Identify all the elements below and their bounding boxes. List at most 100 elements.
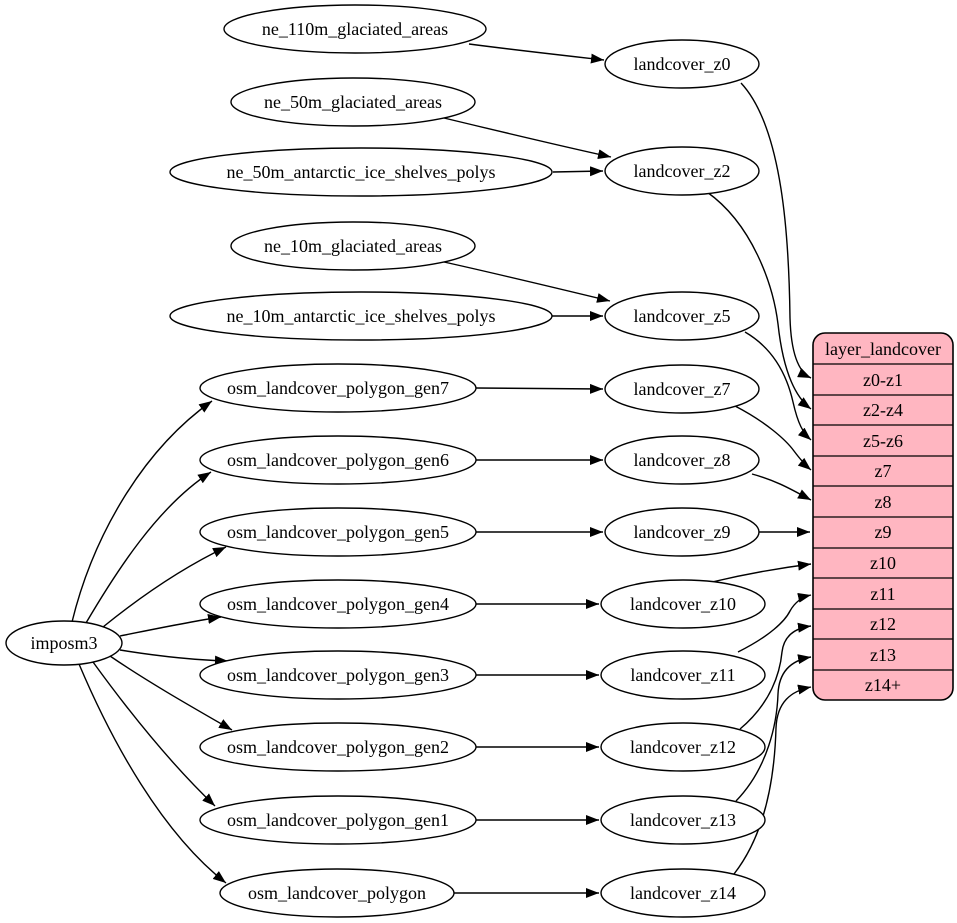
edge-imposm3-osm-landcover-polygon-gen1 — [92, 661, 216, 807]
edge-landcover-z7-row-z7 — [734, 405, 812, 471]
node-ne-10m-glaciated-areas: ne_10m_glaciated_areas — [230, 221, 476, 271]
edge-ne-10m-glaciated-areas-landcover-z5 — [443, 261, 611, 303]
edge-landcover-z14-row-z14plus — [733, 684, 812, 875]
table-row-z8: z8 — [875, 492, 892, 512]
gen6-ellipse — [199, 435, 477, 485]
node-landcover-z8: landcover_z8 — [604, 435, 760, 485]
node-imposm3: imposm3 — [5, 620, 123, 666]
table-title: layer_landcover — [825, 339, 941, 359]
z14-label: landcover_z14 — [630, 883, 736, 903]
ne-50m-ais-label: ne_50m_antarctic_ice_shelves_polys — [227, 162, 496, 182]
z7-ellipse — [604, 364, 760, 414]
gen1-label: osm_landcover_polygon_gen1 — [227, 810, 449, 830]
node-ne-110m-glaciated-areas: ne_110m_glaciated_areas — [223, 4, 487, 54]
edge-imposm3-osm-landcover-polygon-gen4 — [119, 614, 222, 637]
edge-landcover-z2-row-z2-z4 — [706, 191, 812, 410]
edge-osm-landcover-polygon-gen7-landcover-z7 — [475, 383, 604, 394]
edge-landcover-z5-row-z5-z6 — [744, 331, 812, 441]
edge-group — [71, 43, 812, 898]
node-landcover-z12: landcover_z12 — [600, 722, 766, 772]
node-landcover-z13: landcover_z13 — [600, 795, 766, 845]
gen1-ellipse — [199, 795, 477, 845]
z13-label: landcover_z13 — [630, 810, 736, 830]
table-row-z7: z7 — [875, 461, 892, 481]
z8-label: landcover_z8 — [634, 450, 731, 470]
z12-ellipse — [600, 722, 766, 772]
polygon-ellipse — [219, 868, 455, 918]
z11-label: landcover_z11 — [630, 665, 735, 685]
node-osm-landcover-polygon-gen7: osm_landcover_polygon_gen7 — [199, 363, 477, 413]
gen4-label: osm_landcover_polygon_gen4 — [227, 594, 449, 614]
edge-landcover-z11-row-z11 — [737, 592, 812, 653]
ne-10m-ais-label: ne_10m_antarctic_ice_shelves_polys — [227, 306, 496, 326]
z14-ellipse — [600, 868, 766, 918]
z5-ellipse — [604, 291, 760, 341]
z7-label: landcover_z7 — [634, 379, 731, 399]
z0-ellipse — [604, 39, 760, 89]
gen7-ellipse — [199, 363, 477, 413]
table-row-z11: z11 — [870, 584, 895, 604]
z13-ellipse — [600, 795, 766, 845]
table-row-z13: z13 — [870, 645, 896, 665]
edge-imposm3-osm-landcover-polygon-gen5 — [102, 546, 227, 628]
ne-110m-label: ne_110m_glaciated_areas — [262, 19, 448, 39]
node-landcover-z2: landcover_z2 — [604, 146, 760, 196]
gen7-label: osm_landcover_polygon_gen7 — [227, 378, 449, 398]
gen3-ellipse — [199, 650, 477, 700]
edge-imposm3-osm-landcover-polygon-gen3 — [119, 649, 229, 666]
ne-110m-ellipse — [223, 4, 487, 54]
imposm3-ellipse — [5, 620, 123, 666]
z5-label: landcover_z5 — [634, 306, 731, 326]
node-landcover-z7: landcover_z7 — [604, 364, 760, 414]
node-osm-landcover-polygon: osm_landcover_polygon — [219, 868, 455, 918]
node-osm-landcover-polygon-gen4: osm_landcover_polygon_gen4 — [199, 579, 477, 629]
edge-imposm3-osm-landcover-polygon — [78, 663, 227, 884]
edge-landcover-z10-row-z10 — [711, 560, 812, 583]
table-row-z5-z6: z5-z6 — [863, 431, 903, 451]
z10-label: landcover_z10 — [630, 594, 736, 614]
ne-50m-ellipse — [230, 77, 476, 127]
ne-10m-ais-ellipse — [169, 291, 553, 341]
node-landcover-z9: landcover_z9 — [604, 507, 760, 557]
table-row-z14plus: z14+ — [865, 675, 901, 695]
gen2-ellipse — [199, 722, 477, 772]
edge-landcover-z13-row-z13 — [735, 654, 812, 802]
z10-ellipse — [600, 579, 766, 629]
ne-10m-ellipse — [230, 221, 476, 271]
edge-landcover-z8-row-z8 — [751, 473, 812, 501]
node-landcover-z11: landcover_z11 — [600, 650, 766, 700]
ne-10m-label: ne_10m_glaciated_areas — [264, 236, 442, 256]
node-osm-landcover-polygon-gen3: osm_landcover_polygon_gen3 — [199, 650, 477, 700]
node-landcover-z5: landcover_z5 — [604, 291, 760, 341]
z9-label: landcover_z9 — [634, 522, 731, 542]
edge-ne-50m-antarctic-ice-shelves-polys-landcover-z2 — [552, 166, 604, 177]
z8-ellipse — [604, 435, 760, 485]
node-osm-landcover-polygon-gen2: osm_landcover_polygon_gen2 — [199, 722, 477, 772]
gen4-ellipse — [199, 579, 477, 629]
edge-ne-50m-glaciated-areas-landcover-z2 — [443, 117, 612, 160]
edge-imposm3-osm-landcover-polygon-gen6 — [85, 471, 212, 624]
table-layer-landcover: layer_landcover z0-z1 z2-z4 z5-z6 z7 z8 … — [812, 332, 954, 701]
edge-imposm3-osm-landcover-polygon-gen2 — [109, 655, 233, 731]
edge-landcover-z12-row-z12 — [739, 622, 812, 730]
table-row-z10: z10 — [870, 553, 896, 573]
node-landcover-z0: landcover_z0 — [604, 39, 760, 89]
imposm3-label: imposm3 — [30, 633, 97, 653]
z11-ellipse — [600, 650, 766, 700]
z2-ellipse — [604, 146, 760, 196]
z12-label: landcover_z12 — [630, 737, 736, 757]
z2-label: landcover_z2 — [634, 161, 731, 181]
gen3-label: osm_landcover_polygon_gen3 — [227, 665, 449, 685]
node-osm-landcover-polygon-gen6: osm_landcover_polygon_gen6 — [199, 435, 477, 485]
edge-landcover-z0-row-z0-z1 — [740, 82, 812, 379]
table-row-z2-z4: z2-z4 — [863, 400, 903, 420]
table-row-z9: z9 — [875, 522, 892, 542]
z0-label: landcover_z0 — [634, 54, 731, 74]
edge-ne-110m-glaciated-areas-landcover-z0 — [468, 43, 605, 64]
ne-50m-ais-ellipse — [169, 147, 553, 197]
gen5-ellipse — [199, 507, 477, 557]
table-row-z0-z1: z0-z1 — [863, 370, 903, 390]
node-ne-50m-antarctic-ice-shelves-polys: ne_50m_antarctic_ice_shelves_polys — [169, 147, 553, 197]
z9-ellipse — [604, 507, 760, 557]
